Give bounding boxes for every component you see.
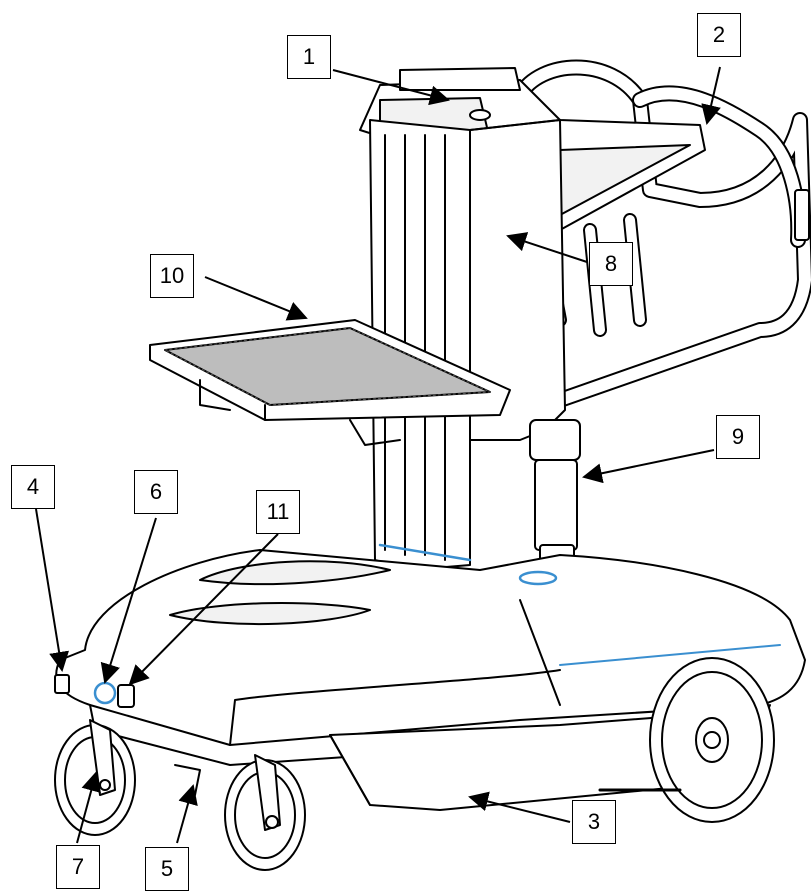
- callout-3-label: 3: [587, 809, 601, 834]
- leader-3: [468, 791, 571, 823]
- leader-4: [35, 508, 70, 672]
- callout-1-label: 1: [302, 44, 316, 69]
- callout-10: 10: [150, 254, 194, 298]
- callout-5-label: 5: [160, 856, 174, 881]
- callout-4-label: 4: [26, 474, 40, 499]
- leader-6: [100, 517, 157, 684]
- callout-1: 1: [287, 35, 331, 79]
- callout-2: 2: [697, 13, 741, 57]
- callout-11: 11: [256, 490, 300, 534]
- callout-10-label: 10: [159, 263, 185, 288]
- callout-9: 9: [716, 415, 760, 459]
- leader-10: [204, 276, 308, 321]
- leader-1: [332, 69, 450, 106]
- platform-tray: [149, 319, 511, 446]
- gas-spring: [529, 419, 581, 566]
- leader-11: [128, 533, 279, 686]
- callout-4: 4: [11, 465, 55, 509]
- rear-wheel: [649, 657, 775, 823]
- leader-8: [506, 232, 588, 263]
- callout-11-label: 11: [266, 499, 290, 524]
- leader-2: [701, 66, 721, 125]
- leader-7: [76, 771, 101, 844]
- callout-9-label: 9: [731, 424, 745, 449]
- leader-9: [582, 449, 715, 484]
- callout-8-label: 8: [604, 251, 618, 276]
- callout-6-label: 6: [149, 479, 163, 504]
- mast-column: [369, 119, 566, 571]
- base-body: [54, 543, 806, 766]
- front-right-wheel: [224, 754, 306, 871]
- callout-8: 8: [589, 242, 633, 286]
- callout-7-label: 7: [71, 854, 85, 879]
- callout-7: 7: [56, 845, 100, 889]
- callout-6: 6: [134, 470, 178, 514]
- leader-5: [176, 784, 198, 844]
- callout-5: 5: [145, 847, 189, 891]
- callout-3: 3: [572, 800, 616, 844]
- callout-2-label: 2: [712, 22, 726, 47]
